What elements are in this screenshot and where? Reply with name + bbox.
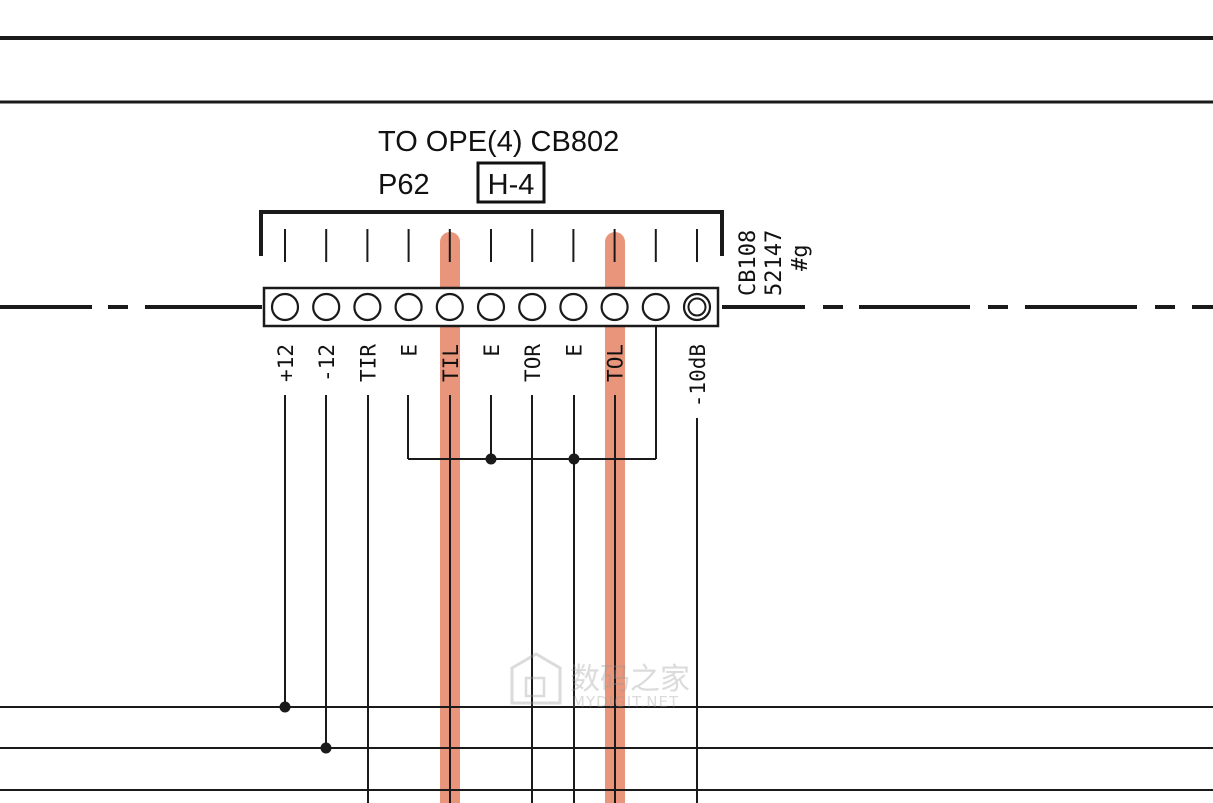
watermark-text: 数码之家 — [570, 662, 690, 697]
connector-part-number: 52147 — [762, 230, 787, 296]
connector-id: CB108 — [736, 230, 761, 296]
connector-variant: #g — [788, 245, 813, 272]
connector-bracket — [259, 210, 724, 262]
connector-pin — [600, 292, 629, 322]
pin-label: E — [562, 344, 586, 357]
pin-label: E — [398, 344, 422, 357]
connector-pin-inner-ring — [687, 297, 707, 317]
connector-pin — [435, 292, 464, 322]
grid-reference-box — [476, 161, 546, 204]
connector-pin — [312, 292, 341, 322]
bus-lines — [0, 706, 1213, 791]
pin-labels: +12 -12 TIR E TIL E TOR E TOL -10dB — [274, 344, 710, 408]
connector-pin — [518, 292, 547, 322]
connector-pin — [476, 292, 506, 322]
watermark-url: MYDIGIT.NET — [572, 693, 679, 711]
wires — [284, 326, 698, 803]
house-logo-icon — [510, 652, 562, 705]
pin-label: -10dB — [686, 344, 710, 407]
connector-pins — [270, 292, 712, 322]
connector-pin — [559, 292, 588, 322]
page-border — [0, 36, 1213, 104]
grid-reference: H-4 — [488, 169, 535, 201]
pin-label: TIL — [439, 344, 463, 382]
pin-label: -12 — [315, 344, 339, 382]
pin-label: TOL — [604, 344, 628, 382]
connector-identifier: CB108 52147 #g — [736, 230, 813, 296]
pin-label: E — [480, 344, 504, 357]
junction-dots — [279, 453, 580, 754]
junction-dot — [568, 453, 580, 465]
pin-label: +12 — [274, 344, 298, 382]
connector-pin — [270, 292, 300, 322]
page-reference: P62 — [378, 169, 430, 201]
connector-pin — [353, 292, 382, 322]
connector-pin — [641, 292, 670, 322]
junction-dot — [485, 453, 497, 465]
highlight-wire-cores — [449, 395, 616, 803]
pin-label: TOR — [521, 344, 545, 382]
watermark: 数码之家 MYDIGIT.NET — [510, 652, 690, 711]
destination-label: TO OPE(4) CB802 — [378, 126, 619, 158]
connector-pin — [394, 292, 423, 322]
pin-label: TIR — [356, 344, 380, 382]
